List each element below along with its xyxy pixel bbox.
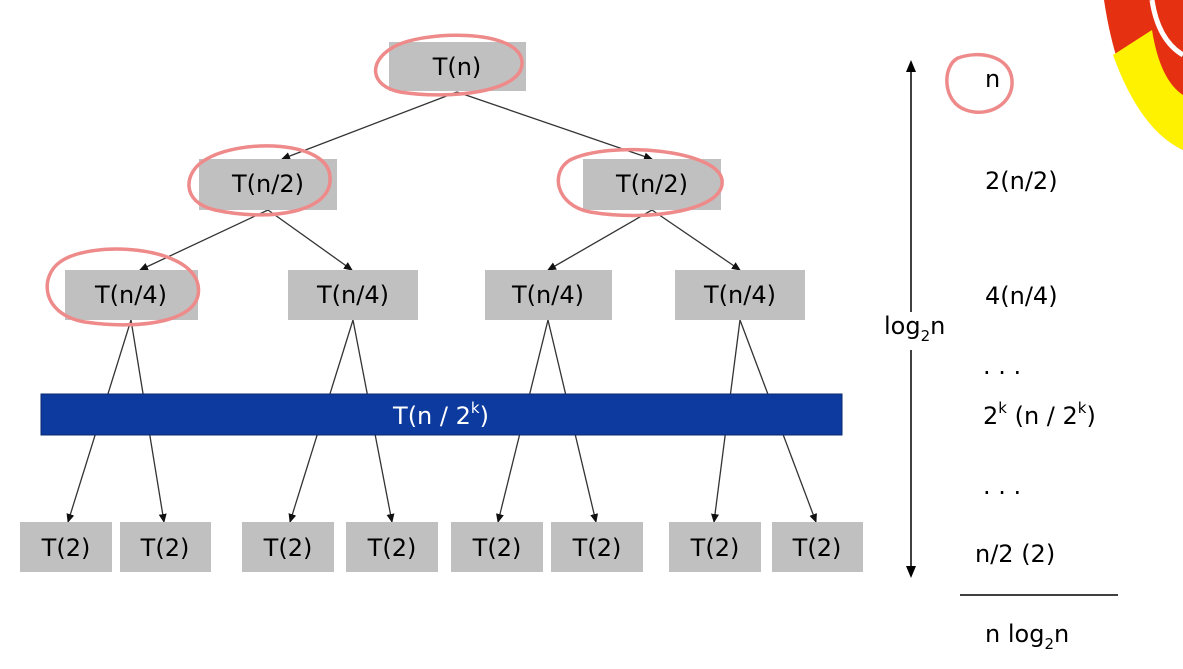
node-label: T(n/2)	[231, 170, 304, 198]
leaf-7: T(2)	[669, 522, 761, 572]
node-label: T(n/4)	[94, 281, 167, 309]
leaf-label: T(2)	[263, 534, 313, 562]
leaf-4: T(2)	[346, 522, 438, 572]
height-arrow	[906, 60, 916, 578]
node-level1-right: T(n/2)	[583, 159, 721, 210]
leaf-label: T(2)	[572, 534, 622, 562]
height-label: log2n	[884, 312, 945, 345]
level-k-band: T(n / 2k)	[40, 393, 843, 436]
node-label: T(n/4)	[511, 281, 584, 309]
leaf-label: T(2)	[41, 534, 91, 562]
cost-level-1: 2(n/2)	[985, 167, 1058, 195]
node-label: T(n/2)	[615, 170, 688, 198]
cost-dots-1: . . .	[983, 352, 1021, 380]
leaf-6: T(2)	[551, 522, 643, 572]
leaf-8: T(2)	[772, 522, 863, 572]
node-level2-1: T(n/4)	[65, 270, 198, 320]
leaf-1: T(2)	[20, 522, 112, 572]
leaf-5: T(2)	[451, 522, 543, 572]
total-cost: n log2n	[985, 620, 1069, 653]
leaf-3: T(2)	[242, 522, 334, 572]
corner-logo	[1104, 0, 1183, 150]
node-label: T(n/4)	[316, 281, 389, 309]
node-level1-left: T(n/2)	[199, 159, 337, 210]
node-level2-2: T(n/4)	[288, 270, 418, 320]
highlight-circles	[45, 33, 1014, 327]
node-level2-3: T(n/4)	[485, 270, 612, 320]
leaf-label: T(2)	[140, 534, 190, 562]
cost-last-level: n/2 (2)	[975, 540, 1055, 568]
leaf-label: T(2)	[367, 534, 417, 562]
cost-level-0: n	[985, 65, 1000, 93]
node-level2-4: T(n/4)	[675, 270, 805, 320]
leaf-label: T(2)	[792, 534, 842, 562]
node-root-label: T(n)	[432, 53, 482, 81]
leaf-label: T(2)	[472, 534, 522, 562]
cost-level-k: 2k (n / 2k)	[983, 399, 1096, 430]
cost-dots-2: . . .	[983, 472, 1021, 500]
level-costs: n 2(n/2) 4(n/4) . . . 2k (n / 2k) . . . …	[975, 65, 1096, 568]
leaf-label: T(2)	[690, 534, 740, 562]
leaf-2: T(2)	[120, 522, 211, 572]
cost-level-2: 4(n/4)	[985, 282, 1058, 310]
node-label: T(n/4)	[703, 281, 776, 309]
band-label: T(n / 2k)	[392, 399, 489, 430]
